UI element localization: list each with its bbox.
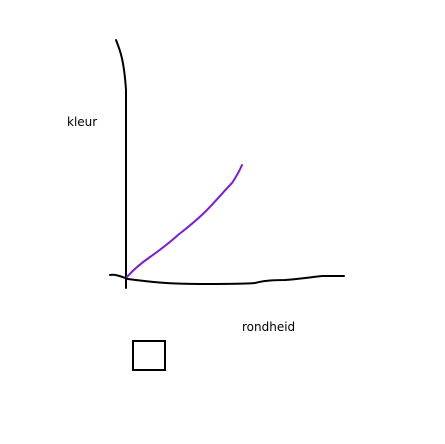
y-axis-label: kleur <box>67 115 98 129</box>
y-axis <box>115 39 127 289</box>
x-axis <box>109 273 345 285</box>
x-axis-label: rondheid <box>242 320 296 334</box>
square-outline-shape <box>132 340 166 371</box>
trend-line <box>126 164 243 278</box>
